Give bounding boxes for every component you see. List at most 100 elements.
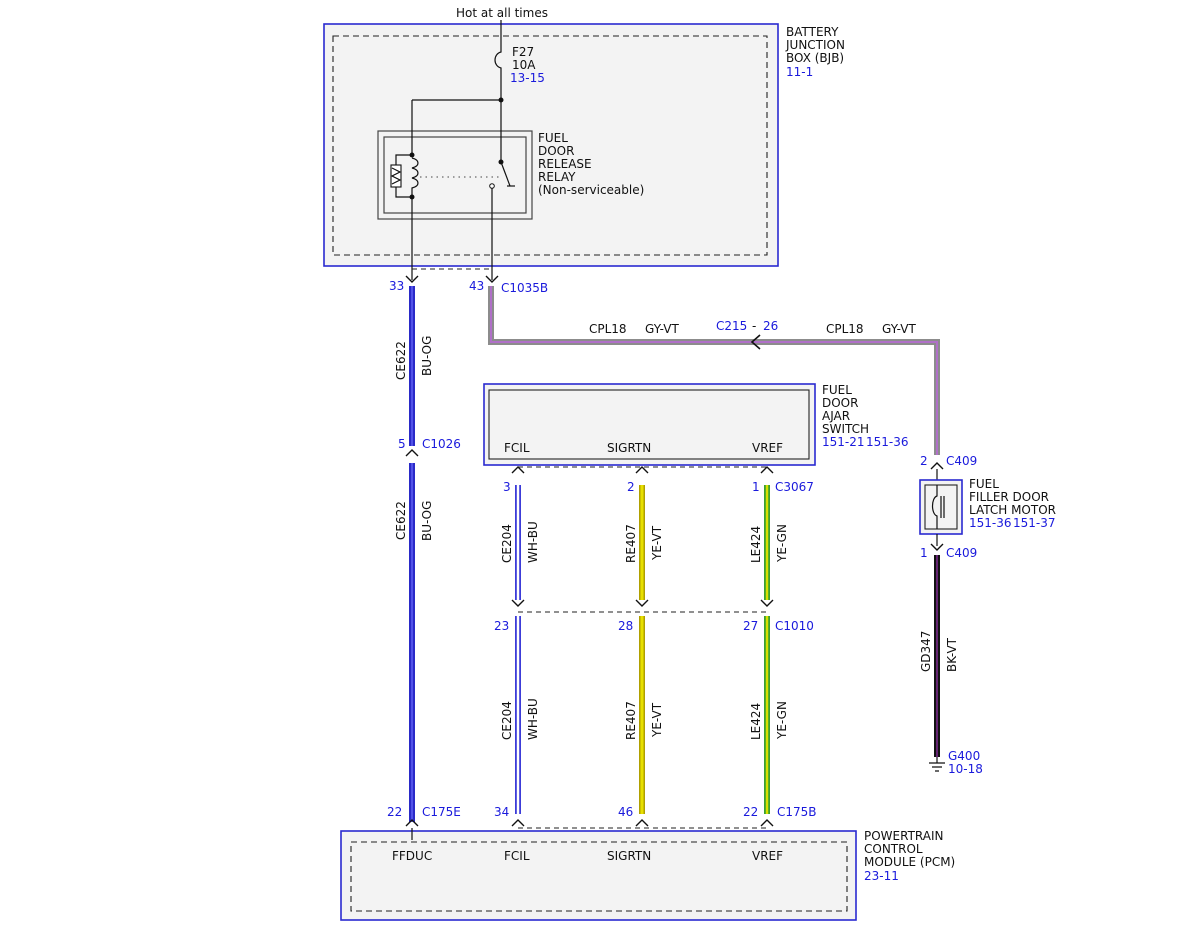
c175e-connector-label: C175E bbox=[422, 805, 461, 819]
le424-color-label: YE-GN bbox=[775, 524, 789, 563]
fuel-door-release-relay bbox=[377, 99, 533, 220]
ground-g400-label[interactable]: G400 bbox=[948, 749, 980, 763]
re407-circuit-label: RE407 bbox=[624, 524, 638, 563]
switch-label-line3: AJAR bbox=[822, 409, 850, 423]
pcm-pin-sigrtn: SIGRTN bbox=[607, 849, 651, 863]
relay-feed-wires bbox=[411, 99, 502, 162]
c215-splice-dash: - bbox=[752, 319, 756, 333]
ce622-circuit-label-2: CE622 bbox=[394, 501, 408, 540]
ce204-color-label-2: WH-BU bbox=[526, 698, 540, 740]
c175b-arrow-2 bbox=[635, 819, 649, 827]
relay-nc-contact bbox=[489, 183, 495, 189]
bjb-pin-33: 33 bbox=[389, 279, 404, 293]
c3067-connector-label: C3067 bbox=[775, 480, 814, 494]
c215-inline-arrow bbox=[750, 334, 761, 350]
gd347-color-label: BK-VT bbox=[945, 637, 959, 672]
ce204-circuit-label: CE204 bbox=[500, 524, 514, 563]
pcm-label-line1: POWERTRAIN bbox=[864, 829, 944, 843]
cpl18-color-label: GY-VT bbox=[645, 322, 679, 336]
c3067-arrow-3 bbox=[760, 466, 774, 474]
c3067-arrow-2 bbox=[635, 466, 649, 474]
pin-33-arrow bbox=[405, 275, 419, 283]
pcm-label-line2: CONTROL bbox=[864, 842, 923, 856]
bjb-label-line3: BOX (BJB) bbox=[786, 51, 844, 65]
re407-circuit-label-2: RE407 bbox=[624, 701, 638, 740]
fuel-door-ajar-switch-outline bbox=[483, 383, 816, 466]
switch-pin-vref: VREF bbox=[752, 441, 783, 455]
c409-bottom-connector-label: C409 bbox=[946, 546, 977, 560]
pcm-page-ref[interactable]: 23-11 bbox=[864, 869, 899, 883]
cpl18-circuit-label: CPL18 bbox=[589, 322, 627, 336]
pcm-outline bbox=[340, 830, 857, 921]
fuse-name: F27 bbox=[512, 45, 534, 59]
gd347-circuit-label: GD347 bbox=[919, 631, 933, 672]
motor-page-ref-2[interactable]: 151-37 bbox=[1013, 516, 1056, 530]
cpl18-color-label-2: GY-VT bbox=[882, 322, 916, 336]
ce622-color-label-2: BU-OG bbox=[420, 501, 434, 541]
c3067-arrow-1 bbox=[511, 466, 525, 474]
cpl18-wire-stripe bbox=[490, 286, 938, 455]
latch-motor-core-icon bbox=[940, 496, 945, 518]
c1010-pin-23: 23 bbox=[494, 619, 509, 633]
c409-top-connector-label: C409 bbox=[946, 454, 977, 468]
relay-label-line5: (Non-serviceable) bbox=[538, 183, 644, 197]
relay-label-line3: RELEASE bbox=[538, 157, 592, 171]
pcm-label-line3: MODULE (PCM) bbox=[864, 855, 955, 869]
bjb-label-line2: JUNCTION bbox=[785, 38, 845, 52]
fuse-rating: 10A bbox=[512, 58, 536, 72]
switch-label-line4: SWITCH bbox=[822, 422, 869, 436]
c3067-pin-1: 1 bbox=[752, 480, 760, 494]
c215-pin-26: 26 bbox=[763, 319, 778, 333]
bjb-dashed-border bbox=[332, 35, 768, 256]
pcm-pin-vref: VREF bbox=[752, 849, 783, 863]
re407-color-label: YE-VT bbox=[650, 525, 664, 561]
cpl18-circuit-label-2: CPL18 bbox=[826, 322, 864, 336]
motor-label-line1: FUEL bbox=[969, 477, 999, 491]
bjb-pin-43: 43 bbox=[469, 279, 484, 293]
switch-pin-fcil: FCIL bbox=[504, 441, 530, 455]
relay-coil-icon bbox=[411, 157, 419, 197]
c3067-pin-3: 3 bbox=[503, 480, 511, 494]
latch-motor-coil-icon bbox=[931, 485, 938, 529]
relay-label-line2: DOOR bbox=[538, 144, 574, 158]
c175b-pin-22: 22 bbox=[743, 805, 758, 819]
fuel-door-ajar-switch-inner bbox=[488, 389, 810, 460]
ce622-circuit-label: CE622 bbox=[394, 341, 408, 380]
c1010-connector-label: C1010 bbox=[775, 619, 814, 633]
c175b-arrow-3 bbox=[760, 819, 774, 827]
c215-splice-label: C215 bbox=[716, 319, 747, 333]
c1010-pin-27: 27 bbox=[743, 619, 758, 633]
c409-top-pin: 2 bbox=[920, 454, 928, 468]
c175e-pin-22: 22 bbox=[387, 805, 402, 819]
pcm-pin-ffduc: FFDUC bbox=[392, 849, 432, 863]
c409-top-arrow bbox=[930, 462, 944, 470]
le424-color-label-2: YE-GN bbox=[775, 701, 789, 740]
relay-label-line1: FUEL bbox=[538, 131, 568, 145]
switch-page-ref-2[interactable]: 151-36 bbox=[866, 435, 909, 449]
le424-circuit-label-2: LE424 bbox=[749, 703, 763, 740]
c1035b-connector-label: C1035B bbox=[501, 281, 548, 295]
ground-icon bbox=[929, 757, 945, 772]
battery-junction-box bbox=[323, 23, 779, 267]
c175b-connector-label: C175B bbox=[777, 805, 817, 819]
c1010-pin-28: 28 bbox=[618, 619, 633, 633]
bjb-page-ref[interactable]: 11-1 bbox=[786, 65, 813, 79]
bjb-label-line1: BATTERY bbox=[786, 25, 839, 39]
ground-page-ref[interactable]: 10-18 bbox=[948, 762, 983, 776]
fuse-page-ref[interactable]: 13-15 bbox=[510, 71, 545, 85]
c175b-pin-46: 46 bbox=[618, 805, 633, 819]
pin-43-arrow bbox=[485, 275, 499, 283]
pcm-pin-fcil: FCIL bbox=[504, 849, 530, 863]
motor-page-ref-1[interactable]: 151-36 bbox=[969, 516, 1012, 530]
c1026-pin-5: 5 bbox=[398, 437, 406, 451]
pcm-dashed-border bbox=[350, 841, 848, 912]
motor-label-line2: FILLER DOOR bbox=[969, 490, 1049, 504]
switch-page-ref-1[interactable]: 151-21 bbox=[822, 435, 865, 449]
motor-label-line3: LATCH MOTOR bbox=[969, 503, 1056, 517]
le424-circuit-label: LE424 bbox=[749, 526, 763, 563]
c175e-arrow bbox=[405, 819, 419, 827]
c175b-pin-34: 34 bbox=[494, 805, 509, 819]
latch-motor-inner bbox=[924, 484, 958, 530]
relay-resistor-zigzag bbox=[390, 167, 402, 185]
